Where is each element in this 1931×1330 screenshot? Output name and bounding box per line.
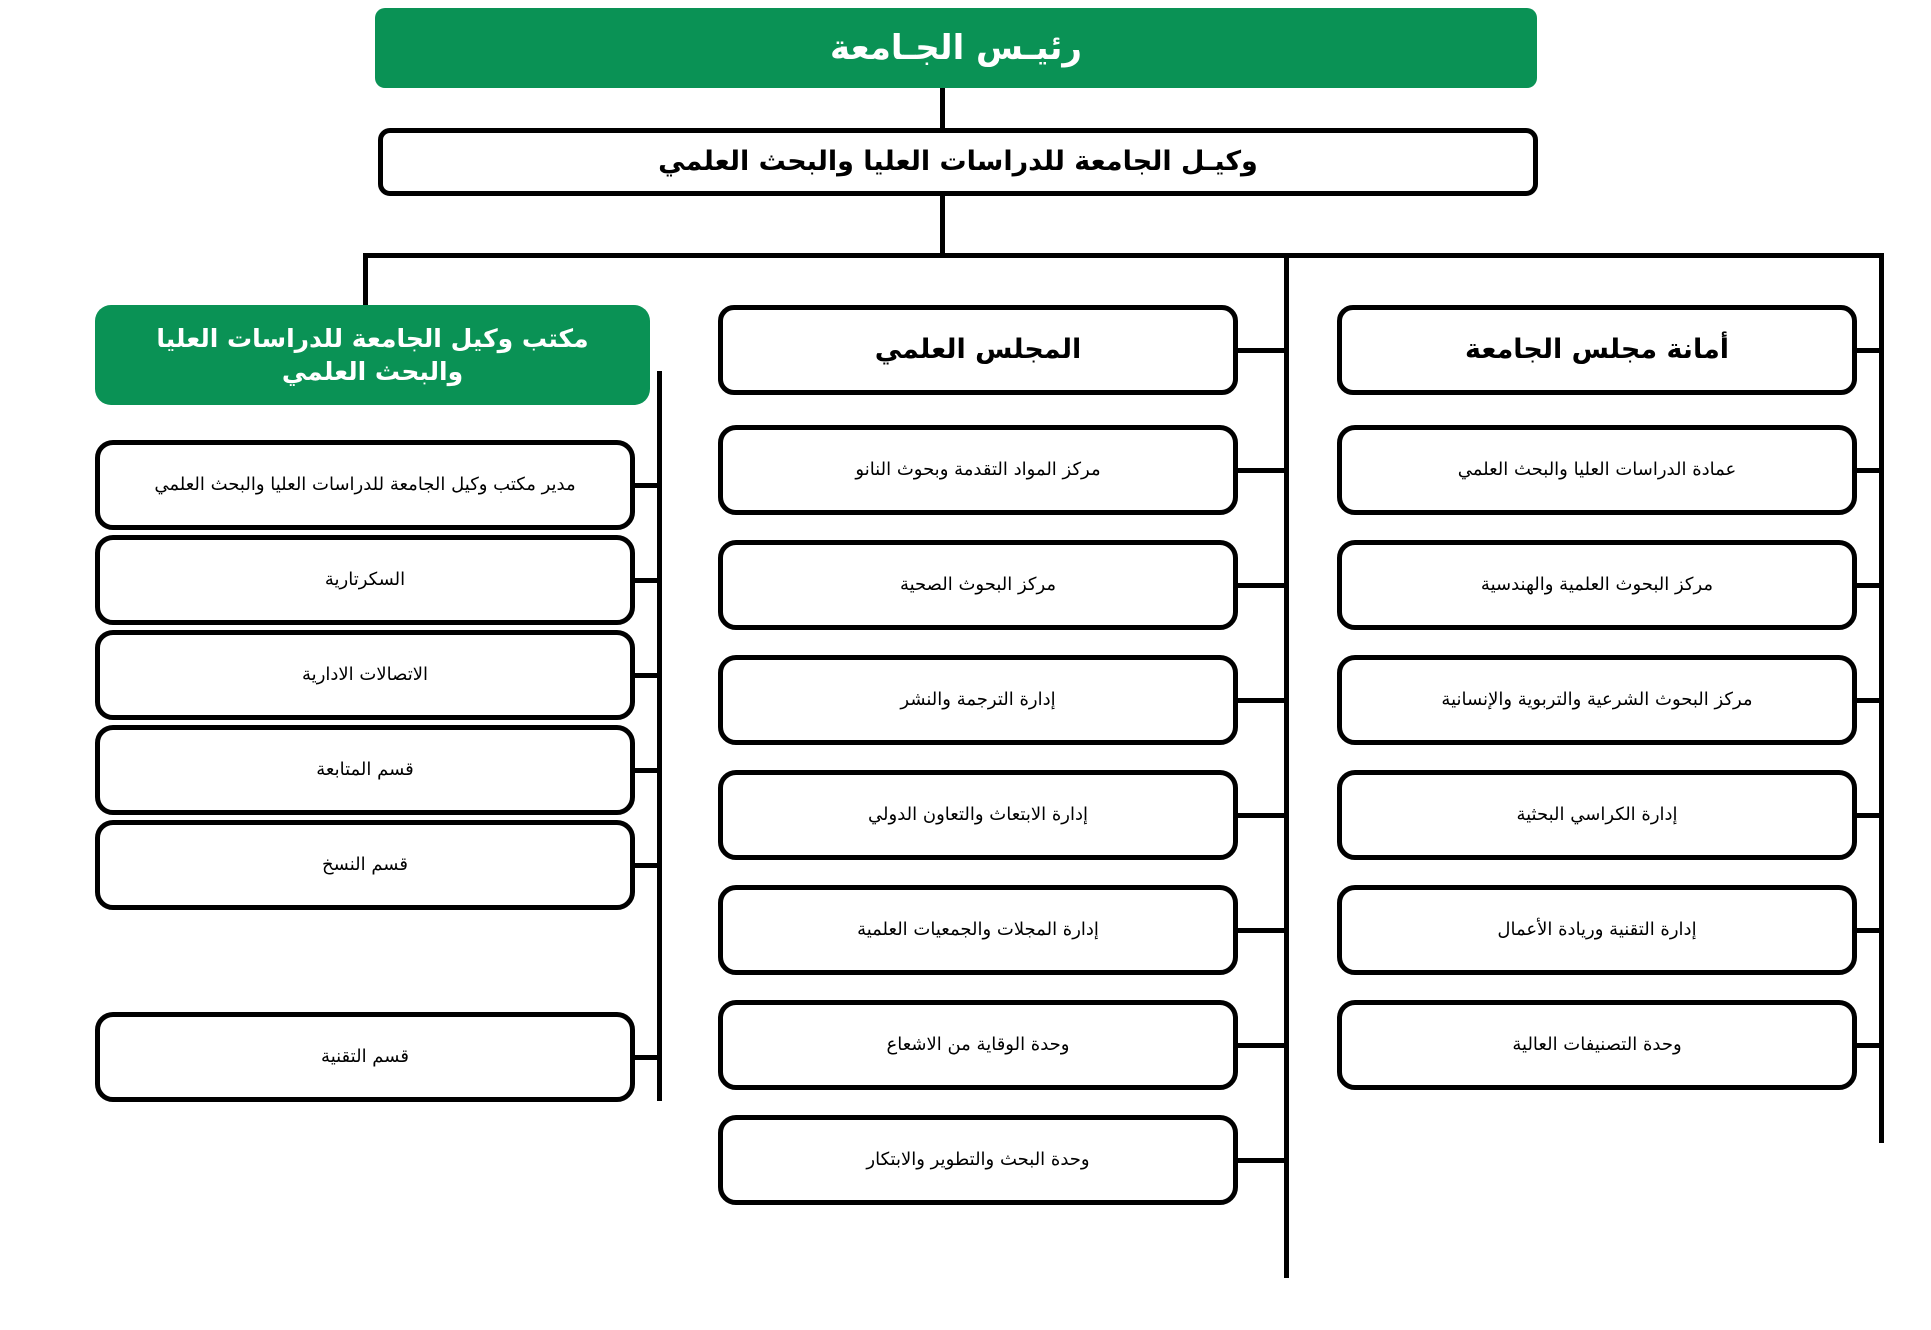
connector-scientific-item-4	[1233, 928, 1287, 933]
connector-office-item-2	[630, 673, 662, 678]
node-university-item-4[interactable]: إدارة التقنية وريادة الأعمال	[1337, 885, 1857, 975]
connector-office-item-5	[630, 1055, 662, 1060]
connector-university-item-4	[1852, 928, 1882, 933]
connector-bus-to-office-column	[363, 253, 368, 309]
node-vice-president[interactable]: وكيـل الجامعة للدراسات العليا والبحث الع…	[378, 128, 1538, 196]
connector-university-item-3	[1852, 813, 1882, 818]
node-university-president[interactable]: رئيـس الجـامعة	[375, 8, 1537, 88]
connector-university-item-1	[1852, 583, 1882, 588]
connector-scientific-item-1	[1233, 583, 1287, 588]
connector-scientific-item-3	[1233, 813, 1287, 818]
connector-office-item-4	[630, 863, 662, 868]
node-office-item-2[interactable]: الاتصالات الادارية	[95, 630, 635, 720]
node-scientific-item-4[interactable]: إدارة المجلات والجمعيات العلمية	[718, 885, 1238, 975]
node-scientific-item-6[interactable]: وحدة البحث والتطوير والابتكار	[718, 1115, 1238, 1205]
node-university-item-5[interactable]: وحدة التصنيفات العالية	[1337, 1000, 1857, 1090]
connector-scientific-header	[1233, 348, 1287, 353]
node-office-item-0[interactable]: مدير مكتب وكيل الجامعة للدراسات العليا و…	[95, 440, 635, 530]
connector-vice-to-bus	[940, 196, 945, 258]
connector-scientific-item-0	[1233, 468, 1287, 473]
connector-office-item-3	[630, 768, 662, 773]
connector-scientific-item-2	[1233, 698, 1287, 703]
node-university-council-header[interactable]: أمانة مجلس الجامعة	[1337, 305, 1857, 395]
connector-scientific-item-6	[1233, 1158, 1287, 1163]
connector-scientific-item-5	[1233, 1043, 1287, 1048]
connector-root-to-vice	[940, 88, 945, 130]
connector-office-item-1	[630, 578, 662, 583]
node-university-item-3[interactable]: إدارة الكراسي البحثية	[1337, 770, 1857, 860]
node-office-item-3[interactable]: قسم المتابعة	[95, 725, 635, 815]
connector-university-item-0	[1852, 468, 1882, 473]
spine-office-column	[657, 371, 662, 1101]
node-scientific-item-2[interactable]: إدارة الترجمة والنشر	[718, 655, 1238, 745]
node-scientific-item-0[interactable]: مركز المواد التقدمة وبحوث النانو	[718, 425, 1238, 515]
node-university-item-0[interactable]: عمادة الدراسات العليا والبحث العلمي	[1337, 425, 1857, 515]
node-office-item-4[interactable]: قسم النسخ	[95, 820, 635, 910]
node-scientific-item-3[interactable]: إدارة الابتعاث والتعاون الدولي	[718, 770, 1238, 860]
node-university-item-2[interactable]: مركز البحوث الشرعية والتربوية والإنسانية	[1337, 655, 1857, 745]
node-scientific-item-1[interactable]: مركز البحوث الصحية	[718, 540, 1238, 630]
node-office-item-1[interactable]: السكرتارية	[95, 535, 635, 625]
node-office-column-header[interactable]: مكتب وكيل الجامعة للدراسات العليا والبحث…	[95, 305, 650, 405]
node-scientific-item-5[interactable]: وحدة الوقاية من الاشعاع	[718, 1000, 1238, 1090]
spine-scientific-council-column	[1284, 253, 1289, 1278]
connector-university-header	[1852, 348, 1882, 353]
connector-horizontal-bus	[363, 253, 1884, 258]
node-scientific-council-header[interactable]: المجلس العلمي	[718, 305, 1238, 395]
node-university-item-1[interactable]: مركز البحوث العلمية والهندسية	[1337, 540, 1857, 630]
connector-university-item-2	[1852, 698, 1882, 703]
node-office-item-5[interactable]: قسم التقنية	[95, 1012, 635, 1102]
connector-office-item-0	[630, 483, 662, 488]
connector-university-item-5	[1852, 1043, 1882, 1048]
